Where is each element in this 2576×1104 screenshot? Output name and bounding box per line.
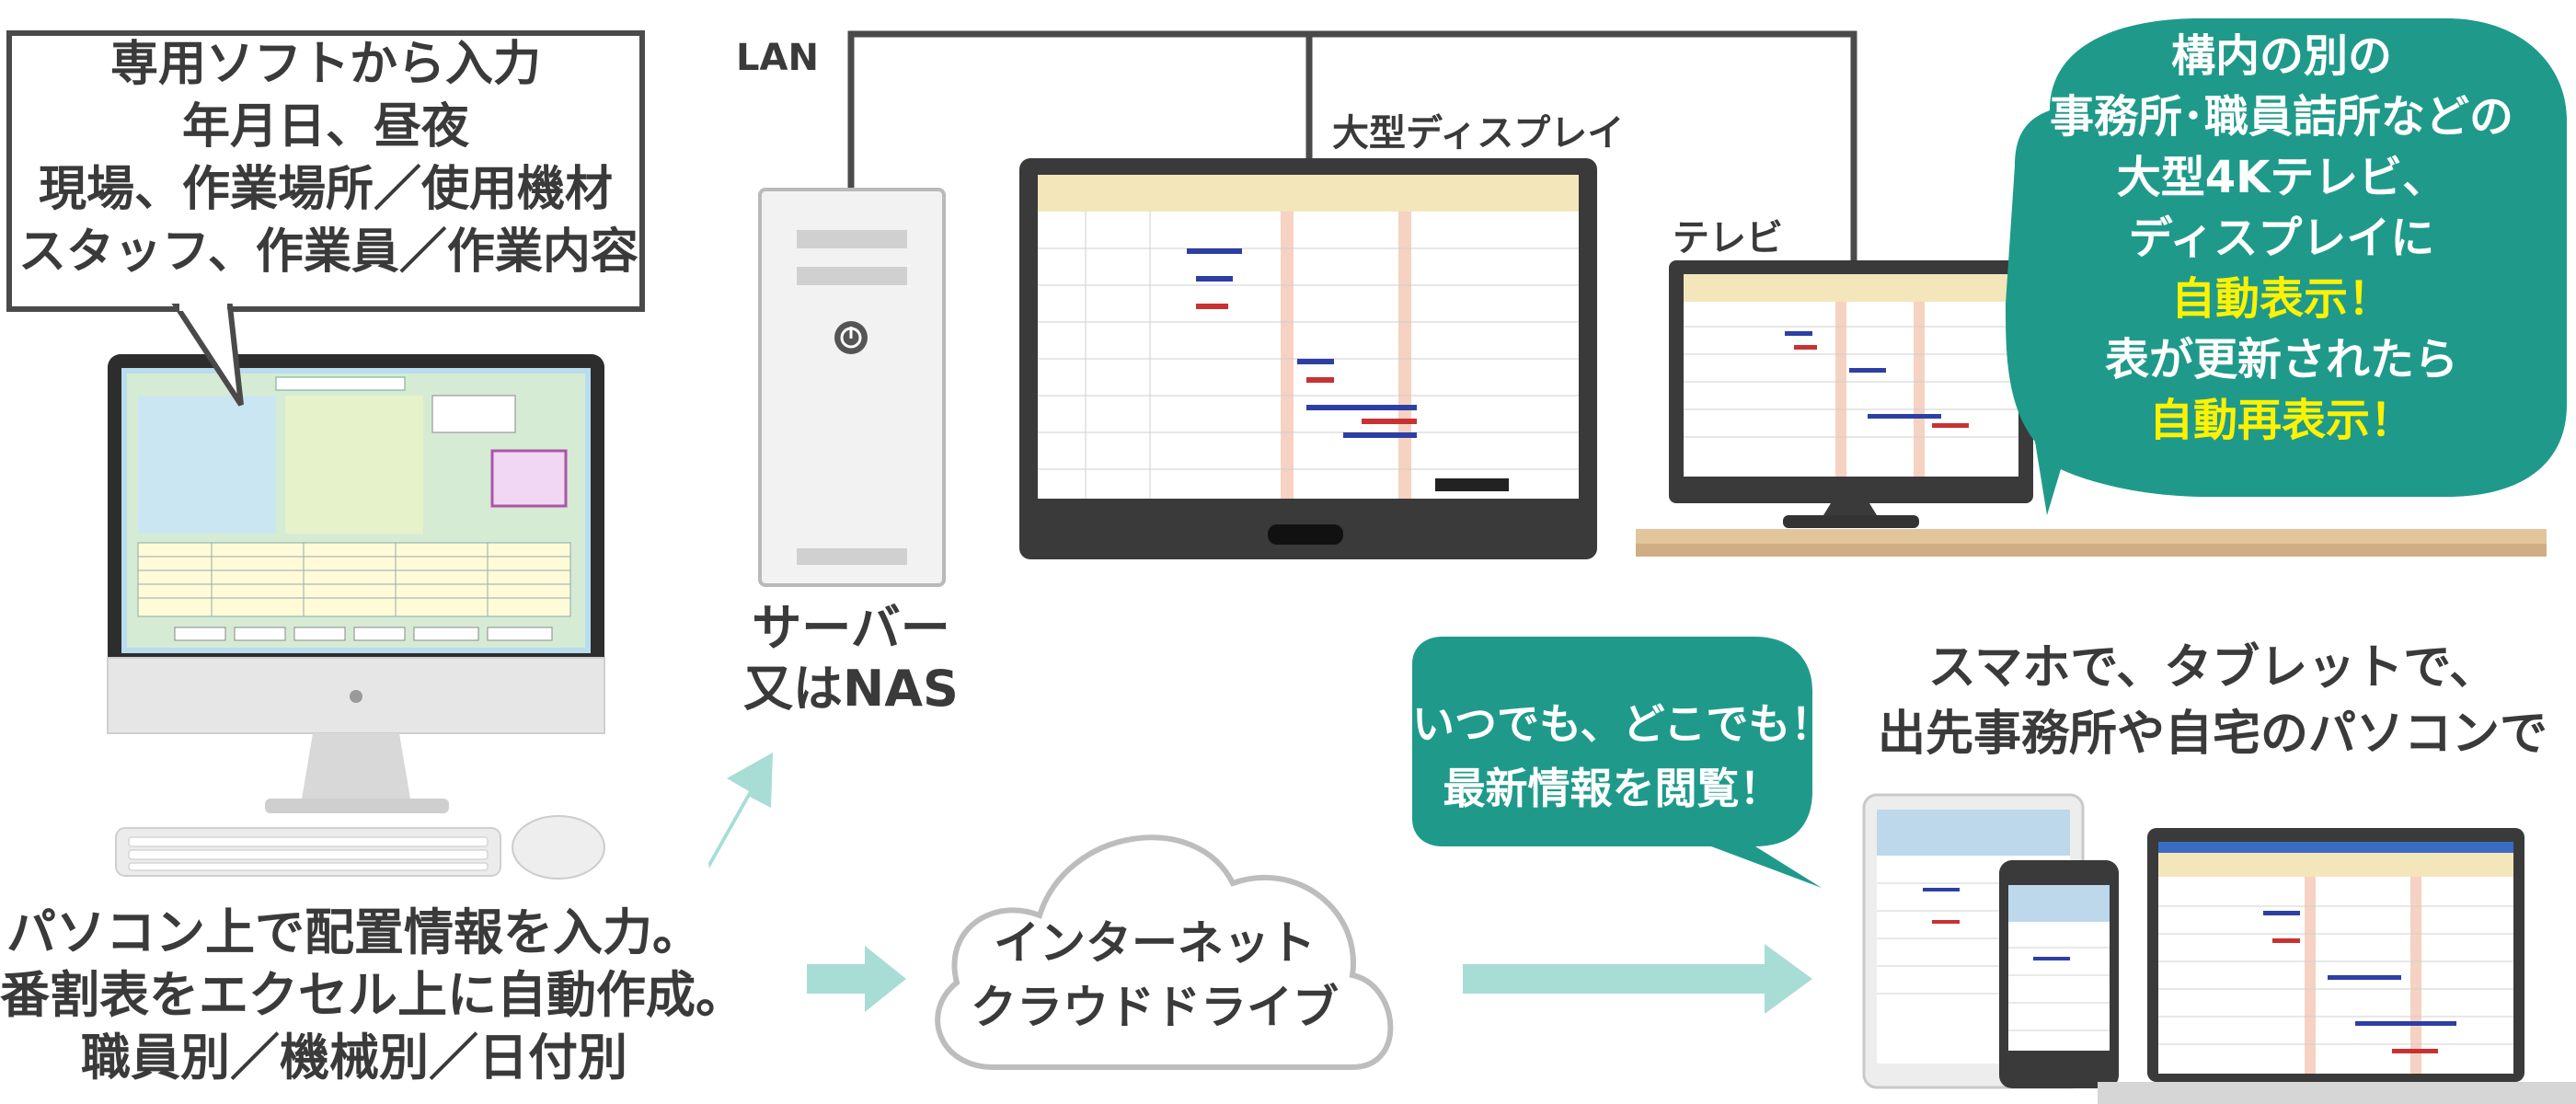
tv (1636, 260, 2547, 557)
pc-caption-line-3: 職員別／機械別／日付別 (81, 1029, 627, 1087)
flow-arrows (708, 753, 1812, 1014)
anytime-speech-bubble (1412, 637, 1822, 888)
input-callout: 専用ソフトから入力 年月日、昼夜 現場、作業場所／使用機材 スタッフ、作業員／作… (18, 33, 638, 300)
large-display-label: 大型ディスプレイ (1332, 112, 1625, 155)
anytime-bubble-text: いつでも、どこでも！ 最新情報を閲覧！ (1412, 692, 1834, 821)
bubble-line-3: 大型4Kテレビ、 (2116, 152, 2447, 203)
arrow-to-cloud (807, 946, 906, 1012)
display-speech-bubble (2006, 18, 2567, 515)
bubble-line-6: 表が更新されたら (2104, 334, 2458, 385)
large-display (1019, 158, 1597, 559)
laptop (2098, 828, 2576, 1104)
smartphone (1999, 860, 2119, 1088)
display-bubble-text: 構内の別の 事務所･職員詰所などの 大型4Kテレビ、 ディスプレイに 自動表示！… (2006, 26, 2558, 451)
cloud-label-line-2: クラウドドライブ (971, 981, 1339, 1034)
mobile-caption-line-1: スマホで、タブレットで、 (1927, 640, 2498, 696)
cloud-icon (935, 834, 1394, 1070)
input-callout-box (6, 30, 645, 407)
anytime-line-1: いつでも、どこでも！ (1412, 699, 1834, 749)
input-form-mock (127, 374, 585, 648)
bubble-line-5-highlight: 自動表示！ (2170, 273, 2392, 325)
wooden-table (1636, 529, 2547, 544)
cloud-label: インターネット クラウドドライブ (957, 911, 1352, 1040)
server-label-line-2: 又はNAS (743, 660, 959, 718)
callout-line-4: スタッフ、作業員／作業内容 (18, 224, 638, 280)
tv-label: テレビ (1673, 217, 1783, 259)
pc-caption-line-2: 番割表をエクセル上に自動作成。 (0, 966, 745, 1024)
pc-caption-line-1: パソコン上で配置情報を入力。 (6, 903, 702, 961)
mouse (512, 815, 605, 880)
desktop-computer (107, 354, 605, 880)
bubble-line-4: ディスプレイに (2128, 213, 2435, 264)
server-label-line-1: サーバー (752, 599, 950, 657)
callout-line-3: 現場、作業場所／使用機材 (38, 162, 613, 217)
arrow-to-mobile (1463, 944, 1812, 1014)
server-tower (758, 188, 946, 587)
bubble-line-1: 構内の別の (2170, 30, 2392, 82)
pc-caption: パソコン上で配置情報を入力。 番割表をエクセル上に自動作成。 職員別／機械別／日… (0, 902, 745, 1089)
anytime-line-2: 最新情報を閲覧！ (1443, 764, 1782, 813)
callout-line-2: 年月日、昼夜 (181, 99, 469, 155)
bubble-line-2: 事務所･職員詰所などの (2049, 91, 2513, 143)
callout-line-1: 専用ソフトから入力 (109, 37, 541, 92)
arrow-to-server (708, 753, 773, 868)
lan-label: LAN (736, 37, 819, 79)
bubble-line-7-highlight: 自動再表示！ (2148, 395, 2414, 446)
lan-cables (847, 30, 1857, 267)
mobile-caption-line-2: 出先事務所や自宅のパソコンで (1877, 707, 2547, 762)
cloud-label-line-1: インターネット (994, 916, 1316, 970)
mobile-caption: スマホで、タブレットで、 出先事務所や自宅のパソコンで (1858, 635, 2567, 767)
server-label: サーバー 又はNAS (699, 598, 1003, 719)
